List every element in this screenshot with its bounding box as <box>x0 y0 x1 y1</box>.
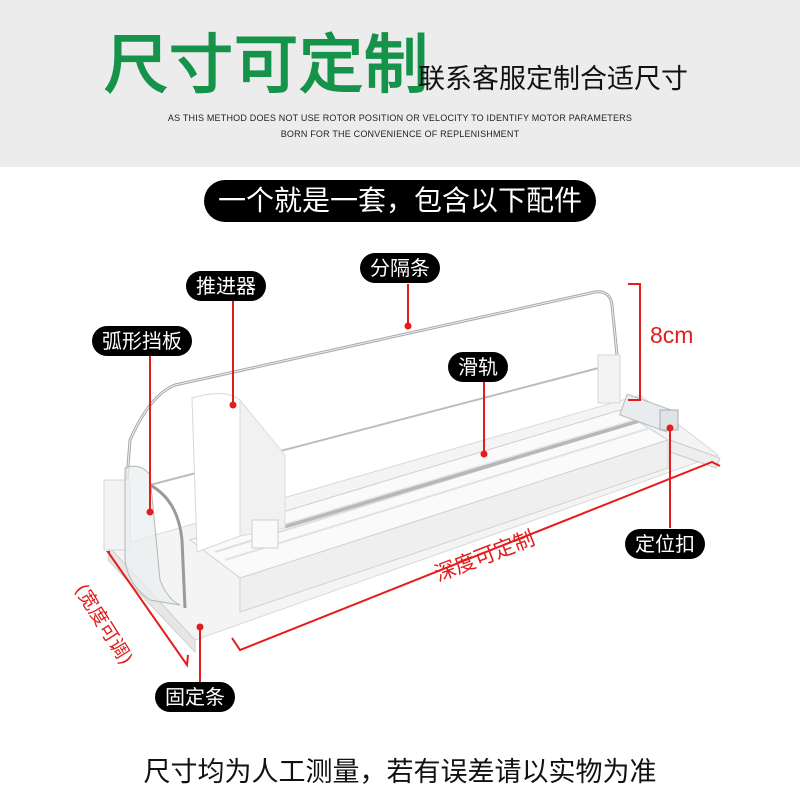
page-title: 尺寸可定制 <box>104 29 429 103</box>
label-positioning-clip: 定位扣 <box>625 529 705 559</box>
package-contents-banner: 一个就是一套，包含以下配件 <box>204 180 596 222</box>
label-curved-baffle: 弧形挡板 <box>92 326 192 356</box>
label-slide-rail: 滑轨 <box>448 352 508 382</box>
header-banner: 尺寸可定制 联系客服定制合适尺寸 AS THIS METHOD DOES NOT… <box>0 0 800 167</box>
label-divider: 分隔条 <box>360 253 440 283</box>
label-pusher: 推进器 <box>186 271 266 301</box>
english-tagline-1: AS THIS METHOD DOES NOT USE ROTOR POSITI… <box>167 113 633 123</box>
label-fixing-strip: 固定条 <box>155 682 235 712</box>
page-subtitle: 联系客服定制合适尺寸 <box>418 64 688 95</box>
measurement-disclaimer: 尺寸均为人工测量，若有误差请以实物为准 <box>143 757 657 788</box>
height-dimension: 8cm <box>650 322 694 348</box>
english-tagline-2: BORN FOR THE CONVENIENCE OF REPLENISHMEN… <box>280 129 520 139</box>
